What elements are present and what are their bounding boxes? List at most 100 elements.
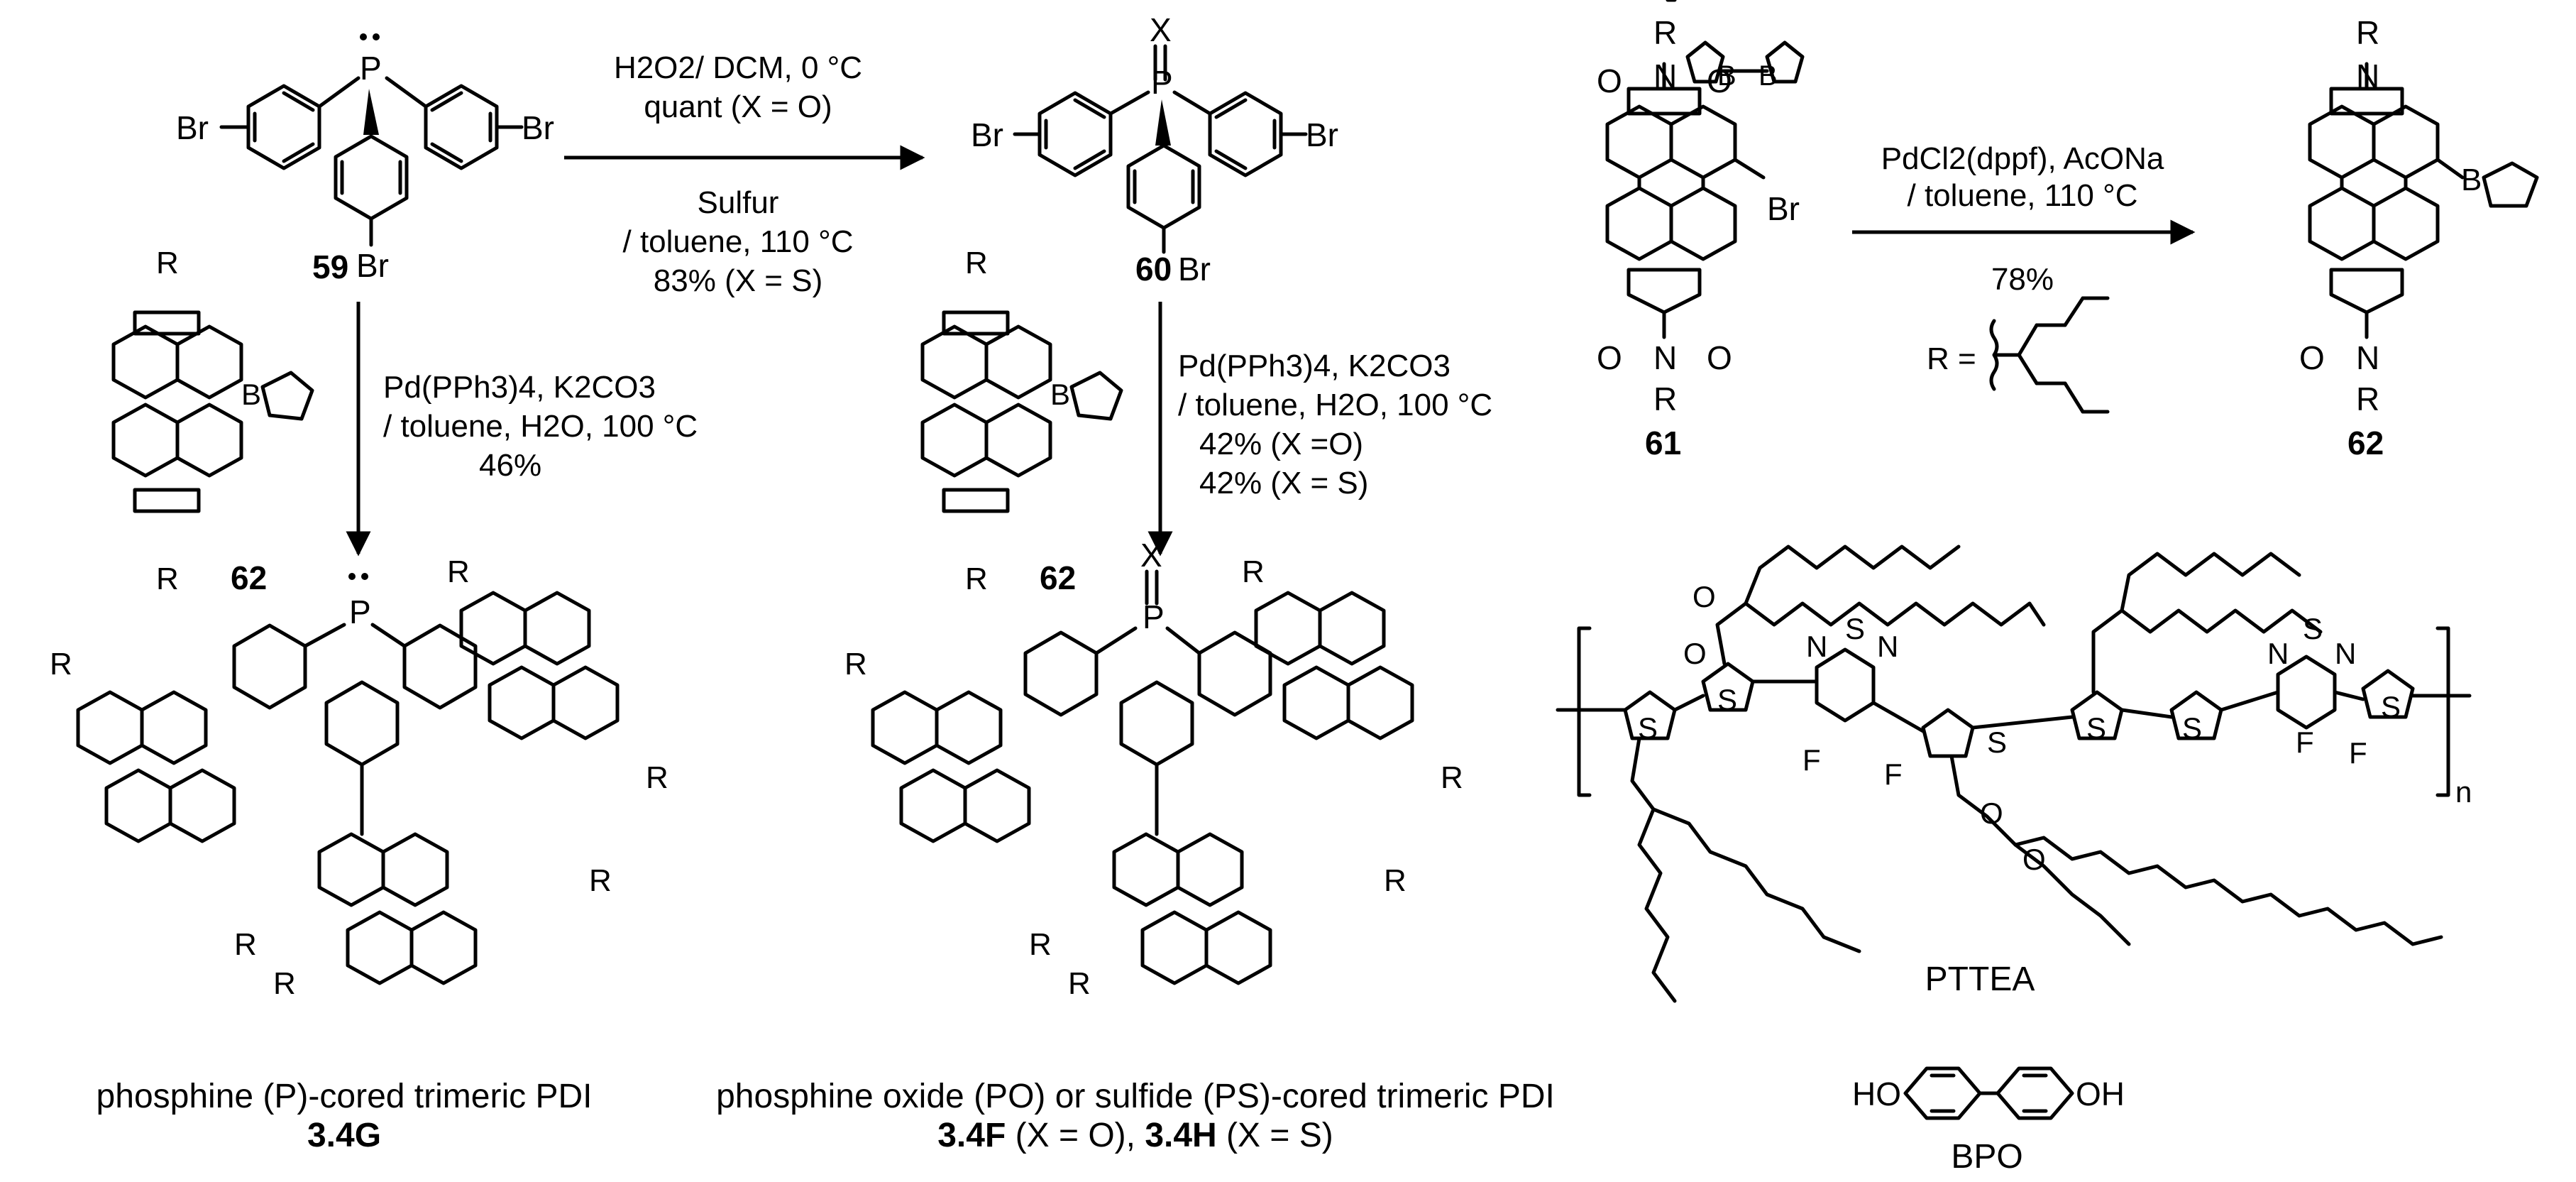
compound-label-62-middle: 62 — [1040, 559, 1076, 596]
atom-n-pttea-4: N — [2335, 637, 2356, 670]
step1-reagent-line5: 83% (X = S) — [654, 263, 822, 298]
atom-s-pttea-4: S — [1987, 726, 2007, 759]
trimer-3-4F-3-4H-structure — [871, 569, 1414, 985]
atom-p-3-4F: P — [1143, 598, 1165, 635]
atom-o-61-br: O — [1707, 339, 1732, 376]
atom-b-b2pin2-left: B — [1717, 60, 1736, 92]
atom-r-62m-bottom: R — [965, 562, 988, 596]
step1-reagent-line4: / toluene, 110 °C — [623, 224, 854, 259]
atom-r-3-4F-1: R — [844, 647, 867, 682]
atom-n-62p-top: N — [2356, 58, 2379, 94]
step4-reagent-line1: PdCl2(dppf), AcONa — [1881, 141, 2164, 176]
atom-o-62p-bl: O — [2299, 339, 2325, 376]
step3-reagent-line2: / toluene, H2O, 100 °C — [1178, 388, 1492, 422]
atom-r-3-4F-6: R — [1384, 863, 1407, 898]
compound-59-structure — [219, 33, 524, 247]
atom-o-pttea-2: O — [1683, 637, 1707, 670]
atom-r-3-4G-6: R — [589, 863, 612, 898]
atom-s-pttea-1: S — [1638, 711, 1658, 745]
atom-p-3-4G: P — [349, 593, 371, 630]
atom-r-61-bottom: R — [1653, 381, 1677, 417]
atom-r-3-4F-3: R — [1242, 554, 1265, 589]
atom-r-3-4G-3: R — [447, 554, 470, 589]
atom-br-60-bottom: Br — [1178, 251, 1211, 288]
step1-reagent-line1: H2O2/ DCM, 0 °C — [614, 50, 862, 85]
atom-s-pttea-6: S — [2182, 711, 2202, 745]
step4-r-definition: R = — [1927, 341, 1976, 376]
atom-ho-bpo: HO — [1852, 1076, 1901, 1112]
atom-o-pttea-4: O — [2022, 843, 2046, 876]
compound-label-60: 60 — [1135, 251, 1172, 288]
atom-n-pttea-3: N — [2267, 637, 2289, 670]
polymer-subscript-n: n — [2455, 775, 2472, 809]
compound-label-3-4F-3-4H: 3.4F (X = O), 3.4H (X = S) — [937, 1117, 1333, 1154]
compound-label-62-left: 62 — [231, 559, 267, 596]
step1-reagent-line3: Sulfur — [698, 185, 779, 220]
compound-label-3-4H: 3.4H — [1145, 1117, 1216, 1154]
atom-r-61-top: R — [1653, 14, 1677, 51]
atom-br-60-left: Br — [971, 116, 1003, 153]
atom-r-62p-top: R — [2356, 14, 2379, 51]
caption-pttea: PTTEA — [1925, 961, 2035, 998]
step2-reagent-line3: 46% — [479, 448, 541, 483]
compound-label-61: 61 — [1645, 425, 1681, 461]
atom-f-pttea-3: F — [2296, 726, 2314, 759]
compound-label-3-4G: 3.4G — [307, 1117, 381, 1154]
compound-62-reagent-middle-structure — [920, 310, 1123, 513]
atom-o-pttea-1: O — [1692, 580, 1716, 613]
compound-label-59: 59 — [312, 248, 348, 285]
atom-r-3-4F-4: R — [1441, 760, 1463, 795]
atom-s-pttea-7: S — [2303, 612, 2323, 645]
caption-3-4F-3-4H: phosphine oxide (PO) or sulfide (PS)-cor… — [716, 1078, 1555, 1115]
atom-r-62l-top: R — [156, 246, 179, 280]
atom-p-60: P — [1151, 64, 1173, 101]
atom-b-62m: B — [1050, 378, 1070, 411]
atom-s-pttea-2: S — [1717, 683, 1737, 716]
compound-60-structure — [1013, 44, 1308, 254]
atom-o-61-tl: O — [1597, 62, 1622, 99]
polymer-pttea-structure — [1556, 545, 2472, 1003]
compound-label-3-4F: 3.4F — [937, 1117, 1006, 1154]
atom-br-59-left: Br — [176, 109, 209, 146]
atom-r-62l-bottom: R — [156, 562, 179, 596]
atom-n-pttea-2: N — [1877, 630, 1898, 663]
atom-br-61: Br — [1767, 190, 1800, 227]
atom-s-pttea-8: S — [2381, 690, 2401, 723]
step4-reagent-line2: / toluene, 110 °C — [1908, 178, 2138, 213]
label-x-s: (X = S) — [1217, 1117, 1333, 1154]
atom-p-59: P — [360, 50, 382, 87]
trimer-3-4G-structure — [76, 591, 620, 985]
b2pin2-reagent-structure — [1666, 0, 1805, 84]
atom-r-3-4G-2: R — [234, 927, 257, 962]
compound-61-structure — [1605, 62, 1766, 339]
atom-n-61-bottom: N — [1653, 339, 1677, 376]
compound-label-62-product: 62 — [2347, 425, 2384, 461]
atom-b-62l: B — [241, 378, 261, 411]
atom-r-3-4G-4: R — [646, 760, 668, 795]
atom-f-pttea-4: F — [2349, 736, 2367, 770]
label-x-o: (X = O), — [1006, 1117, 1145, 1154]
atom-b-62p: B — [2461, 163, 2482, 197]
atom-r-3-4G-5: R — [273, 966, 296, 1001]
atom-r-62p-bottom: R — [2356, 381, 2379, 417]
atom-n-pttea-1: N — [1806, 630, 1827, 663]
step3-reagent-line1: Pd(PPh3)4, K2CO3 — [1178, 349, 1451, 383]
step2-reagent-line1: Pd(PPh3)4, K2CO3 — [383, 370, 656, 405]
atom-s-pttea-3: S — [1845, 612, 1865, 645]
atom-b-b2pin2-right: B — [1758, 60, 1778, 92]
step3-reagent-line3: 42% (X =O) — [1199, 427, 1363, 461]
atom-o-61-bl: O — [1597, 339, 1622, 376]
r-group-structure — [1989, 296, 2110, 414]
compound-62-reagent-left-structure — [111, 310, 314, 513]
step2-reagent-line2: / toluene, H2O, 100 °C — [383, 409, 698, 444]
atom-n-62p-bottom: N — [2356, 339, 2379, 376]
bpo-structure — [1903, 1066, 2074, 1120]
atom-f-pttea-2: F — [1884, 757, 1903, 791]
atom-n-61-top: N — [1653, 58, 1677, 94]
atom-f-pttea-1: F — [1802, 743, 1821, 777]
atom-x-60: X — [1150, 11, 1172, 48]
atom-br-59-right: Br — [522, 109, 554, 146]
atom-x-3-4F: X — [1140, 537, 1162, 574]
atom-r-62m-top: R — [965, 246, 988, 280]
